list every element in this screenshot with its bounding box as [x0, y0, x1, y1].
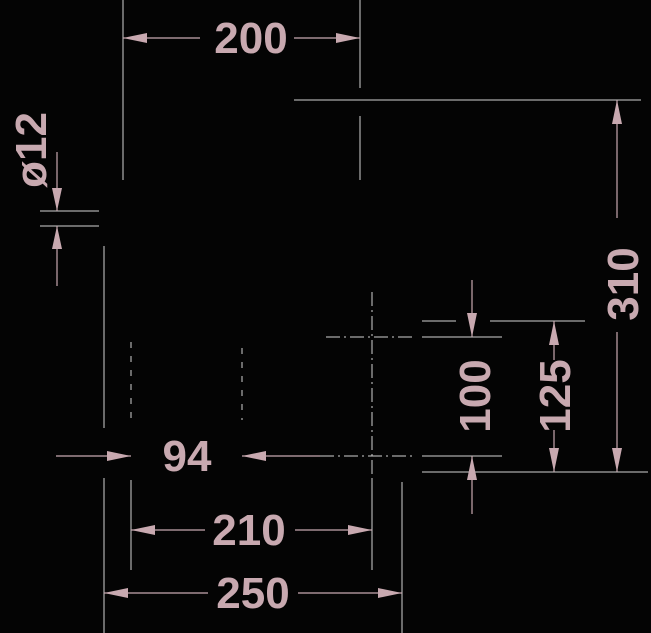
- arrow-200-left: [123, 33, 147, 43]
- arrow-210-right: [348, 525, 372, 535]
- dimension-lines: [52, 33, 622, 598]
- arrow-100-bottom: [467, 456, 477, 480]
- dimension-labels: 200 ø12 310 100 125 94 210 250: [7, 14, 648, 618]
- arrow-125-bottom: [549, 448, 559, 472]
- dimension-210-label: 210: [212, 506, 285, 555]
- hidden-lines: [130, 292, 414, 490]
- arrow-100-top: [467, 313, 477, 337]
- arrow-250-right: [378, 588, 402, 598]
- dimension-94-label: 94: [163, 432, 212, 481]
- arrow-125-top: [549, 321, 559, 345]
- dimension-100-label: 100: [451, 359, 500, 432]
- dimension-310-label: 310: [599, 247, 648, 320]
- arrow-94-right: [242, 451, 266, 461]
- arrow-12-top: [52, 188, 62, 211]
- dimension-250-label: 250: [216, 569, 289, 618]
- arrow-12-bottom: [52, 226, 62, 249]
- arrow-200-right: [336, 33, 360, 43]
- arrow-310-bottom: [612, 448, 622, 472]
- arrow-210-left: [131, 525, 155, 535]
- arrow-250-left: [104, 588, 128, 598]
- outline-lines: [40, 0, 648, 633]
- dimension-125-label: 125: [531, 359, 580, 432]
- dimension-200-label: 200: [214, 14, 287, 63]
- arrow-94-left: [107, 451, 131, 461]
- arrow-310-top: [612, 100, 622, 124]
- dimension-12-label: ø12: [7, 112, 56, 188]
